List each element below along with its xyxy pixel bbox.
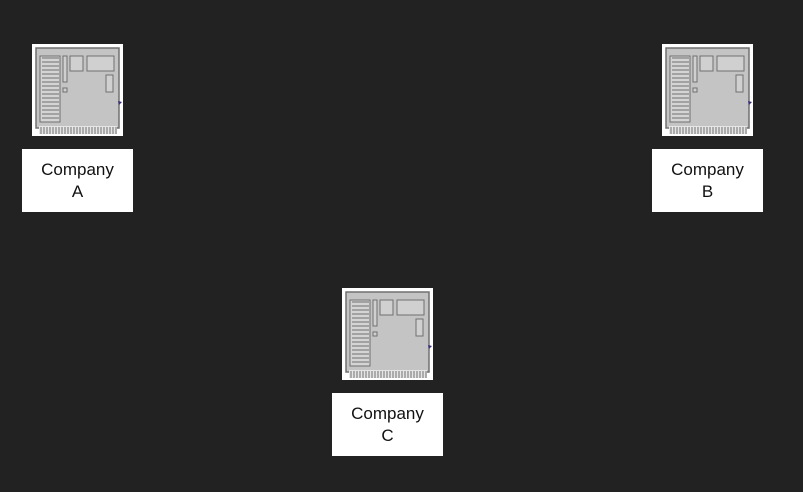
company-b-label: Company B bbox=[671, 159, 744, 201]
company-c-node[interactable]: Company C bbox=[332, 288, 443, 456]
company-c-label: Company C bbox=[351, 403, 424, 445]
server-chassis-icon bbox=[662, 44, 753, 136]
company-b-node[interactable]: Company B bbox=[652, 44, 763, 212]
company-a-label: Company A bbox=[41, 159, 114, 201]
company-a-label-box: Company A bbox=[22, 149, 133, 212]
server-chassis-icon bbox=[342, 288, 433, 380]
server-chassis-icon bbox=[32, 44, 123, 136]
company-b-label-box: Company B bbox=[652, 149, 763, 212]
company-a-node[interactable]: Company A bbox=[22, 44, 133, 212]
company-c-label-box: Company C bbox=[332, 393, 443, 456]
